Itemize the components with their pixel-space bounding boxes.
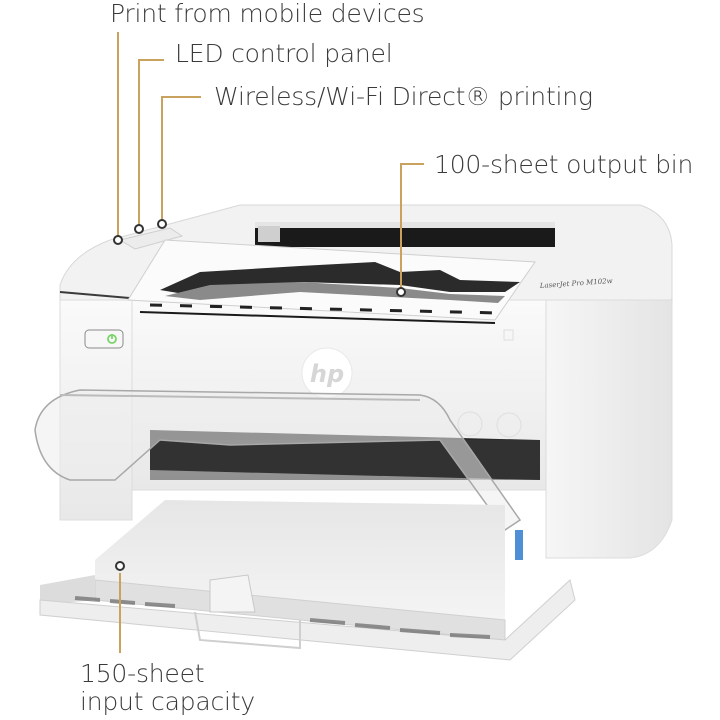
leader-line-led-h	[138, 59, 164, 61]
printer-front-right	[545, 299, 673, 559]
callout-dot-input	[115, 561, 125, 571]
callout-input-line1: 150-sheet	[80, 659, 205, 688]
leader-line-led-v	[138, 59, 140, 227]
power-button	[84, 329, 124, 349]
input-tray	[39, 579, 576, 661]
led-control-panel	[118, 227, 184, 250]
callout-dot-mobile	[113, 235, 123, 245]
leader-line-wireless-v	[161, 96, 163, 221]
leader-line-mobile	[117, 32, 119, 238]
callout-led: LED control panel	[175, 39, 393, 68]
callout-wireless: Wireless/Wi-Fi Direct® printing	[214, 82, 593, 111]
hp-logo-text: hp	[310, 360, 344, 388]
callout-dot-led	[134, 224, 144, 234]
paper-guide-blue	[515, 530, 523, 560]
tray-handle	[209, 574, 256, 613]
callout-dot-wireless	[157, 219, 167, 229]
leader-line-output-h	[400, 163, 424, 165]
leader-line-input	[119, 573, 121, 653]
callout-mobile: Print from mobile devices	[110, 0, 425, 28]
leader-line-wireless-h	[161, 96, 201, 98]
callout-input-line2: input capacity	[80, 687, 255, 716]
callout-output-bin: 100-sheet output bin	[434, 150, 694, 179]
callout-dot-output	[396, 287, 406, 297]
input-tray-cover	[34, 389, 522, 532]
leader-line-output-v	[400, 163, 402, 288]
